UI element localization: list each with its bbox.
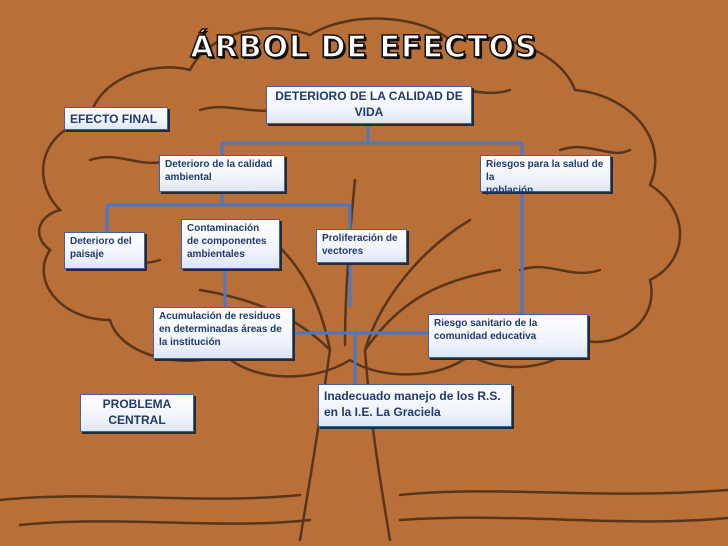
node-inadecuado-manejo: Inadecuado manejo de los R.S. en la I.E.…	[318, 384, 512, 427]
diagram-title: ÁRBOL DE EFECTOS	[190, 29, 538, 66]
node-deterioro-calidad-vida: DETERIORO DE LA CALIDAD DE VIDA	[266, 86, 472, 124]
node-deterioro-paisaje: Deterioro del paisaje	[64, 232, 145, 269]
node-riesgos-salud: Riesgos para la salud de la población	[480, 155, 611, 196]
node-proliferacion-vectores: Proliferación de vectores	[316, 229, 407, 263]
node-deterioro-calidad-ambiental: Deterioro de la calidad ambiental	[159, 155, 285, 192]
node-efecto-final: EFECTO FINAL	[64, 107, 168, 130]
node-riesgo-sanitario: Riesgo sanitario de la comunidad educati…	[428, 314, 588, 358]
node-contaminacion: Contaminación de componentes ambientales	[181, 219, 280, 269]
node-problema-central: PROBLEMA CENTRAL	[80, 394, 194, 432]
node-acumulacion-residuos: Acumulación de residuos en determinadas …	[153, 307, 293, 359]
